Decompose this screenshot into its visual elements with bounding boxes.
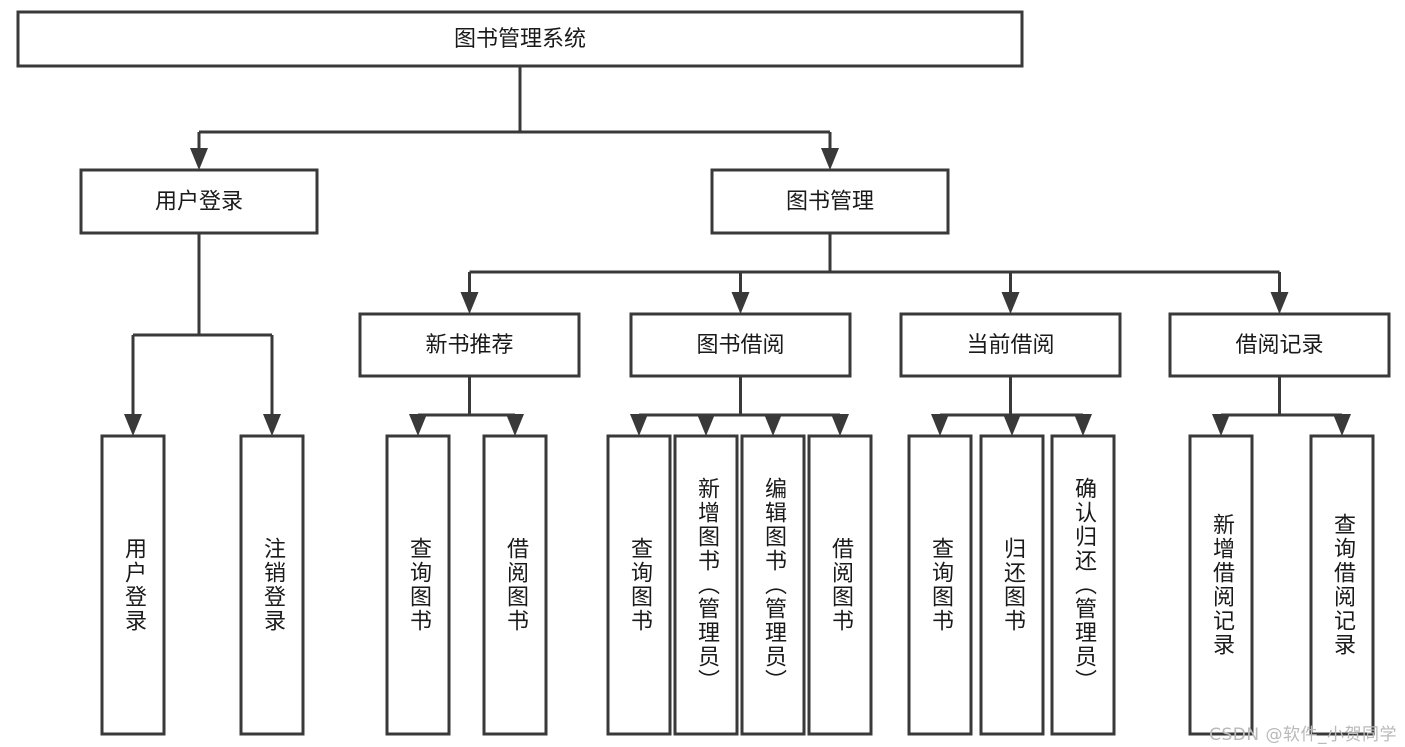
- node-box-level2-0[interactable]: [79, 168, 319, 235]
- node-box-level3-3[interactable]: [1168, 312, 1391, 378]
- node-box-leaf-0[interactable]: [100, 434, 166, 736]
- node-box-leaf-4[interactable]: [606, 434, 672, 736]
- conn-2-arrow-0: [630, 414, 648, 436]
- conn-booksmgmt-arrow-0: [460, 292, 479, 314]
- conn-0-arrow-0: [124, 414, 142, 436]
- watermark-text: CSDN @软件_小贺同学: [1209, 725, 1397, 745]
- conn-2-arrow-3: [831, 414, 849, 436]
- node-box-level3-1[interactable]: [629, 312, 852, 378]
- node-label-level3-0: 新书推荐: [425, 333, 513, 358]
- node-box-leaf-7[interactable]: [807, 434, 873, 736]
- node-label-level3-1: 图书借阅: [696, 333, 784, 358]
- conn-booksmgmt-arrow-3: [1270, 292, 1289, 314]
- conn-booksmgmt-arrow-1: [731, 292, 750, 314]
- conn-2-arrow-1: [697, 414, 715, 436]
- conn-root-arrow-0: [190, 148, 208, 170]
- node-box-leaf-10[interactable]: [1050, 434, 1116, 736]
- node-box-leaf-3[interactable]: [482, 434, 548, 736]
- node-boxes: [16, 10, 1391, 736]
- conn-4-arrow-1: [1333, 414, 1351, 436]
- conn-3-arrow-0: [931, 414, 949, 436]
- node-label-root: 图书管理系统: [454, 27, 586, 52]
- conn-3-arrow-1: [1003, 414, 1021, 436]
- conn-1-arrow-1: [506, 414, 524, 436]
- connector-lines: [124, 66, 1351, 436]
- conn-0-arrow-1: [263, 414, 281, 436]
- node-box-level2-1[interactable]: [710, 168, 950, 235]
- conn-booksmgmt-arrow-2: [1001, 292, 1020, 314]
- conn-3-arrow-2: [1074, 414, 1092, 436]
- node-box-leaf-11[interactable]: [1188, 434, 1254, 736]
- node-label-level2-0: 用户登录: [155, 190, 243, 215]
- node-box-leaf-12[interactable]: [1309, 434, 1375, 736]
- conn-2-arrow-2: [764, 414, 782, 436]
- node-box-leaf-5[interactable]: [673, 434, 739, 736]
- node-box-leaf-6[interactable]: [740, 434, 806, 736]
- node-label-level3-2: 当前借阅: [966, 333, 1054, 358]
- node-box-leaf-2[interactable]: [385, 434, 451, 736]
- node-label-level2-1: 图书管理: [786, 190, 874, 215]
- node-label-level3-3: 借阅记录: [1235, 333, 1323, 358]
- node-box-leaf-9[interactable]: [979, 434, 1045, 736]
- node-box-root[interactable]: [16, 10, 1024, 68]
- conn-4-arrow-0: [1212, 414, 1230, 436]
- conn-root-arrow-1: [821, 148, 839, 170]
- node-box-level3-0[interactable]: [358, 312, 581, 378]
- node-box-leaf-1[interactable]: [239, 434, 305, 736]
- conn-1-arrow-0: [409, 414, 427, 436]
- node-box-leaf-8[interactable]: [907, 434, 973, 736]
- node-box-level3-2[interactable]: [899, 312, 1122, 378]
